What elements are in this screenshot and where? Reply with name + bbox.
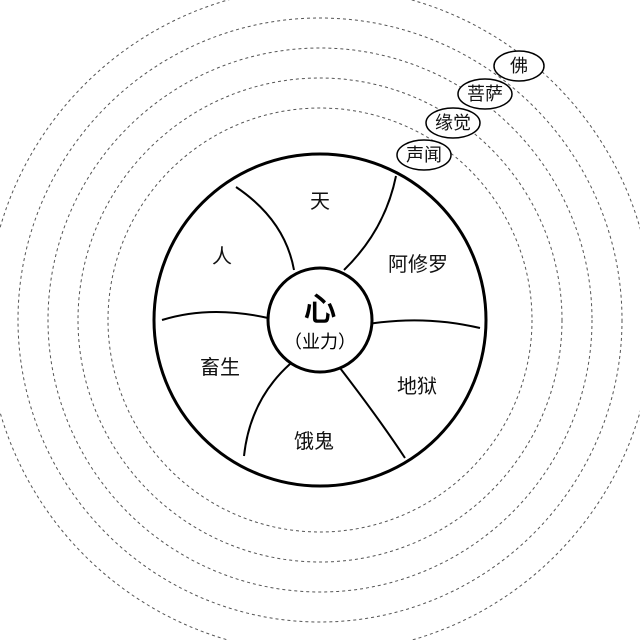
oval-pusa: 菩萨 — [457, 78, 513, 110]
divider-animal-human — [161, 310, 269, 321]
dashed-ring-4 — [17, 17, 623, 623]
realm-hungry-ghost-label: 饿鬼 — [294, 429, 334, 453]
awakened-ovals: 声闻 缘觉 菩萨 佛 — [396, 50, 545, 171]
dashed-ring-3 — [47, 47, 593, 593]
realm-dividers — [161, 175, 481, 459]
dashed-ring-1 — [107, 107, 533, 533]
oval-fo-label: 佛 — [510, 56, 528, 77]
divider-asura-hell — [367, 319, 481, 329]
oval-shengwen-label: 声闻 — [406, 145, 442, 166]
realm-hell-label: 地狱 — [397, 374, 437, 398]
oval-shengwen: 声闻 — [396, 139, 452, 171]
realm-human-label: 人 — [212, 244, 232, 268]
divider-human-tian — [235, 186, 295, 271]
divider-ghost-animal — [243, 363, 291, 457]
center-circle — [266, 266, 374, 374]
realm-tian-label: 天 — [310, 189, 330, 213]
oval-pusa-label: 菩萨 — [467, 84, 503, 105]
realm-asura-label: 阿修罗 — [388, 252, 448, 276]
divider-tian-asura — [343, 175, 397, 271]
oval-fo: 佛 — [493, 50, 545, 82]
oval-yuanjue-label: 缘觉 — [435, 113, 471, 134]
center-title: 心 — [304, 290, 336, 328]
divider-hell-ghost — [339, 367, 406, 459]
realm-animal-label: 畜生 — [200, 355, 240, 379]
center-subtitle: （业力） — [284, 332, 356, 353]
dashed-ring-2 — [77, 77, 563, 563]
oval-yuanjue: 缘觉 — [425, 107, 481, 139]
